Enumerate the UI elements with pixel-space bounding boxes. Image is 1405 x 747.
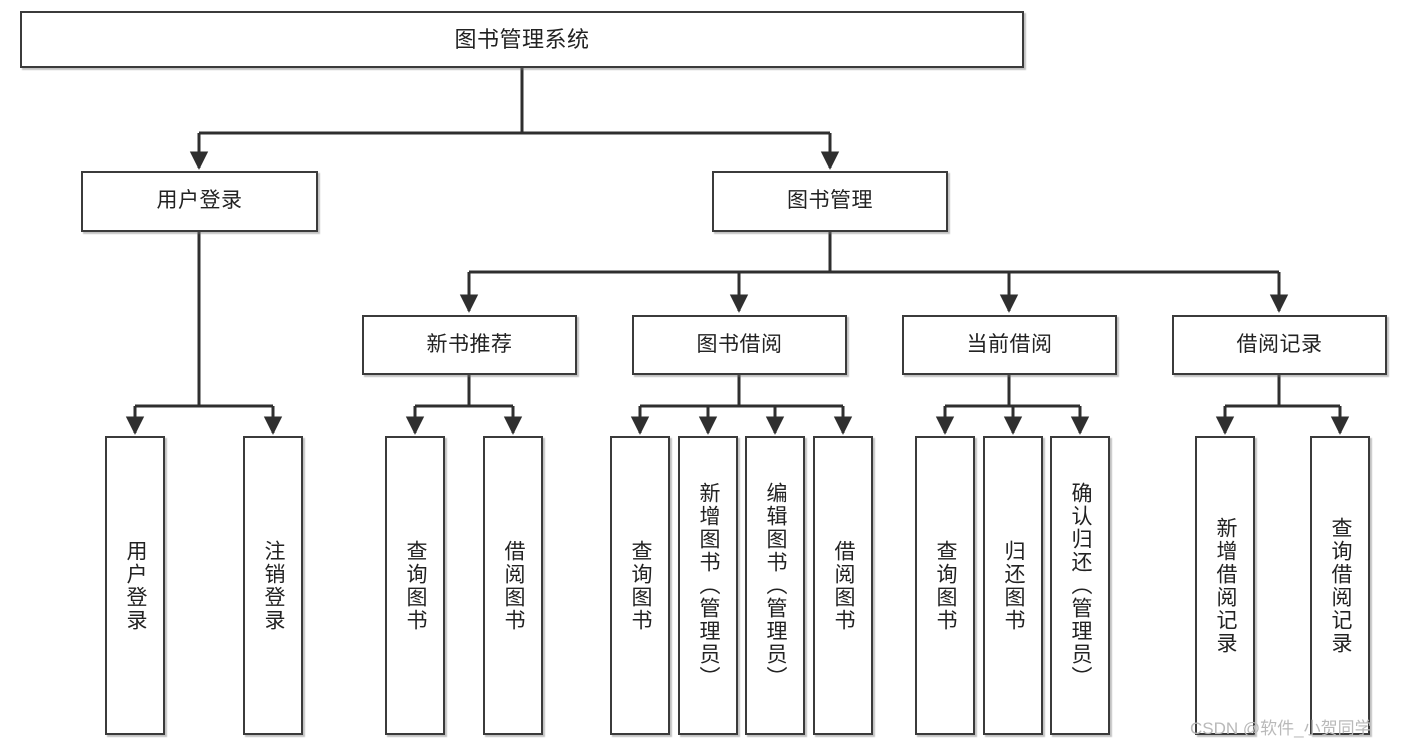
leaf-return-book[interactable]: 归还图书 — [983, 436, 1043, 735]
node-label: 注销登录 — [262, 539, 286, 632]
node-label: 新增借阅记录 — [1214, 516, 1238, 655]
leaf-user-login[interactable]: 用户登录 — [105, 436, 165, 735]
node-label: 查询图书 — [934, 539, 958, 632]
node-current-borrow[interactable]: 当前借阅 — [902, 315, 1117, 375]
leaf-query-book-new[interactable]: 查询图书 — [385, 436, 445, 735]
node-label: 用户登录 — [156, 189, 243, 213]
node-label: 查询图书 — [404, 539, 428, 632]
node-label: 借阅图书 — [502, 539, 526, 632]
watermark: CSDN @软件_小贺同学 — [1190, 719, 1372, 738]
node-label: 当前借阅 — [966, 332, 1053, 356]
node-label: 新增图书（管理员） — [697, 482, 721, 689]
node-label: 用户登录 — [124, 539, 148, 632]
node-label: 借阅图书 — [832, 539, 856, 632]
node-user-login[interactable]: 用户登录 — [81, 171, 318, 232]
node-label: 图书管理 — [787, 189, 873, 213]
node-label: 查询图书 — [629, 539, 653, 632]
leaf-edit-book-admin[interactable]: 编辑图书（管理员） — [745, 436, 805, 735]
node-label: 图书管理系统 — [454, 26, 590, 52]
node-root-system[interactable]: 图书管理系统 — [20, 11, 1024, 68]
node-label: 借阅记录 — [1236, 332, 1323, 356]
leaf-borrow-book[interactable]: 借阅图书 — [813, 436, 873, 735]
node-label: 归还图书 — [1002, 539, 1026, 632]
node-label: 图书借阅 — [696, 332, 783, 356]
node-book-borrow[interactable]: 图书借阅 — [632, 315, 847, 375]
leaf-borrow-book-new[interactable]: 借阅图书 — [483, 436, 543, 735]
node-new-book-recommend[interactable]: 新书推荐 — [362, 315, 577, 375]
leaf-query-book-current[interactable]: 查询图书 — [915, 436, 975, 735]
node-label: 编辑图书（管理员） — [764, 482, 788, 689]
leaf-add-book-admin[interactable]: 新增图书（管理员） — [678, 436, 738, 735]
leaf-add-borrow-record[interactable]: 新增借阅记录 — [1195, 436, 1255, 735]
node-book-management[interactable]: 图书管理 — [712, 171, 948, 232]
node-label: 确认归还（管理员） — [1069, 482, 1093, 689]
node-borrow-record[interactable]: 借阅记录 — [1172, 315, 1387, 375]
leaf-confirm-return-admin[interactable]: 确认归还（管理员） — [1050, 436, 1110, 735]
node-label: 新书推荐 — [426, 332, 513, 356]
leaf-query-borrow-record[interactable]: 查询借阅记录 — [1310, 436, 1370, 735]
leaf-user-logout[interactable]: 注销登录 — [243, 436, 303, 735]
leaf-query-book[interactable]: 查询图书 — [610, 436, 670, 735]
node-label: 查询借阅记录 — [1329, 516, 1353, 655]
